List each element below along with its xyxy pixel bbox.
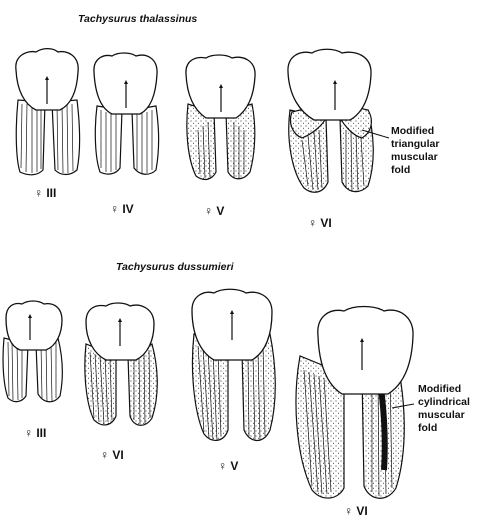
top-figure-stage-iii	[16, 49, 80, 175]
top-figure-stage-vi	[288, 49, 373, 192]
bottom-annotation: Modified cylindrical muscular fold	[418, 383, 473, 434]
bottom-panel-title: Tachysurus dussumieri	[116, 261, 235, 273]
top-annotation: Modified triangular muscular fold	[391, 125, 442, 176]
bottom-figure-stage-v	[192, 289, 275, 440]
bottom-stage-label-3: ♀ V	[218, 459, 238, 473]
bottom-stage-label-2: ♀ VI	[100, 448, 124, 462]
bottom-figure-stage-vi-large	[296, 307, 413, 499]
bottom-stage-label-4: ♀ VI	[344, 504, 368, 518]
top-panel-title: Tachysurus thalassinus	[78, 13, 197, 25]
bottom-figure-stage-iii	[3, 301, 62, 402]
top-figure-stage-iv	[94, 53, 159, 174]
top-stage-label-1: ♀ III	[34, 186, 56, 200]
top-stage-label-3: ♀ V	[204, 204, 224, 218]
top-stage-label-2: ♀ IV	[110, 202, 134, 216]
top-stage-label-4: ♀ VI	[308, 216, 332, 230]
top-figure-stage-v	[186, 55, 255, 179]
bottom-figure-stage-vi-small	[85, 303, 157, 425]
bottom-stage-label-1: ♀ III	[24, 426, 46, 440]
